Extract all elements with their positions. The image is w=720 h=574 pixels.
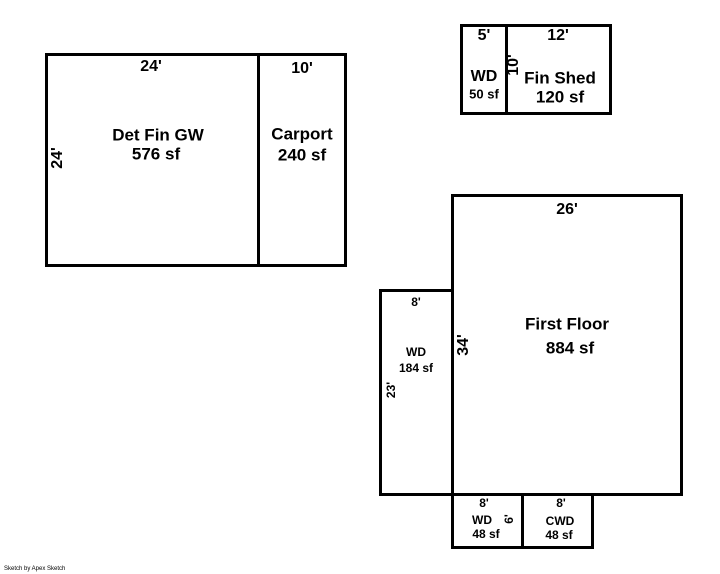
room-wd-left	[379, 289, 455, 496]
wd-left-area: 184 sf	[398, 361, 434, 375]
cwd-name: CWD	[545, 514, 575, 528]
fin-shed-area: 120 sf	[535, 87, 585, 107]
carport-width: 10'	[291, 60, 313, 77]
det-fin-gw-name: Det Fin GW	[112, 125, 204, 145]
first-floor-width: 26'	[556, 201, 578, 218]
det-fin-gw-depth: 24'	[49, 147, 66, 169]
wd-left-depth: 23'	[384, 381, 398, 399]
wd-left-name: WD	[406, 345, 426, 359]
wd-bottom-name: WD	[472, 513, 492, 527]
cwd-width: 8'	[556, 496, 566, 510]
carport-area: 240 sf	[277, 145, 327, 165]
fin-shed-name: Fin Shed	[524, 68, 596, 88]
room-det-fin-gw	[45, 53, 260, 267]
carport-name: Carport	[271, 124, 333, 144]
shed-wd-name: WD	[470, 68, 498, 85]
room-cwd	[521, 493, 594, 549]
room-first-floor	[451, 194, 683, 496]
det-fin-gw-area: 576 sf	[131, 144, 181, 164]
footer-credit: Sketch by Apex Sketch	[4, 566, 66, 572]
room-carport	[257, 53, 347, 267]
shed-wd-width: 5'	[477, 27, 491, 44]
room-shed-wd	[460, 24, 508, 115]
first-floor-area: 884 sf	[545, 338, 595, 358]
wd-bottom-area: 48 sf	[472, 527, 500, 541]
first-floor-depth: 34'	[455, 334, 472, 356]
room-fin-shed	[505, 24, 612, 115]
fin-shed-depth: 10'	[505, 54, 522, 76]
fin-shed-width: 12'	[547, 27, 569, 44]
wd-bottom-width: 8'	[479, 496, 489, 510]
shed-wd-area: 50 sf	[469, 86, 499, 102]
first-floor-name: First Floor	[524, 314, 610, 334]
wd-bottom-depth: 6'	[502, 514, 516, 524]
wd-left-width: 8'	[411, 295, 421, 309]
det-fin-gw-width: 24'	[140, 58, 162, 75]
cwd-area: 48 sf	[545, 528, 573, 542]
